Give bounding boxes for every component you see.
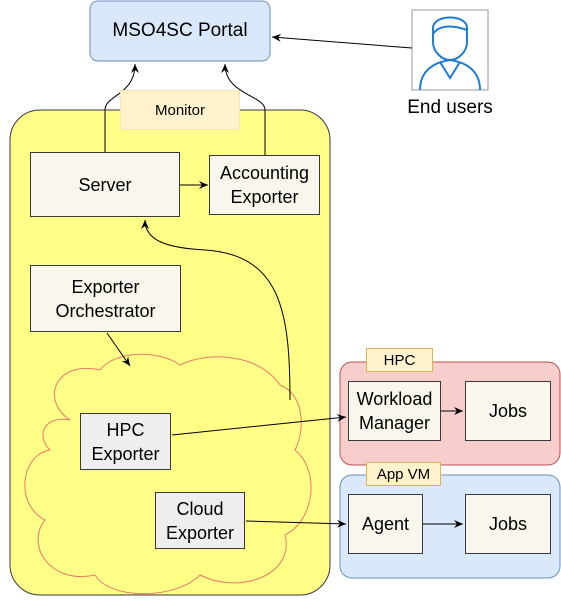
hpc-exporter-box: HPC Exporter: [80, 413, 171, 470]
portal-box: [89, 0, 271, 62]
accounting-exporter-box: Accounting Exporter: [209, 155, 320, 215]
arrow-cloud-exporter-to-agent: [245, 519, 347, 528]
arrow-server-to-portal: [104, 63, 139, 152]
monitor-tag: Monitor: [120, 90, 240, 130]
user-icon: [411, 9, 489, 91]
hpc-tag: HPC: [366, 348, 433, 372]
arrow-cloud-to-server: [141, 219, 291, 401]
server-box: Server: [30, 152, 180, 217]
arrow-users-to-portal: [271, 33, 413, 49]
workload-manager-box: Workload Manager: [348, 381, 441, 441]
hpc-jobs-box: Jobs: [465, 381, 551, 441]
agent-box: Agent: [348, 494, 423, 554]
app-vm-tag: App VM: [366, 462, 441, 486]
arrow-accounting-to-portal: [221, 63, 266, 155]
exporters-cloud: [24, 353, 312, 595]
vm-jobs-box: Jobs: [465, 494, 551, 554]
cloud-exporter-box: Cloud Exporter: [155, 492, 245, 549]
arrow-orchestrator-to-cloud: [106, 332, 131, 367]
exporter-orchestrator-box: Exporter Orchestrator: [30, 265, 181, 332]
end-users-label: End users: [407, 97, 493, 118]
portal-label: MSO4SC Portal: [112, 20, 248, 41]
arrow-hpc-exporter-to-workload: [171, 413, 347, 436]
